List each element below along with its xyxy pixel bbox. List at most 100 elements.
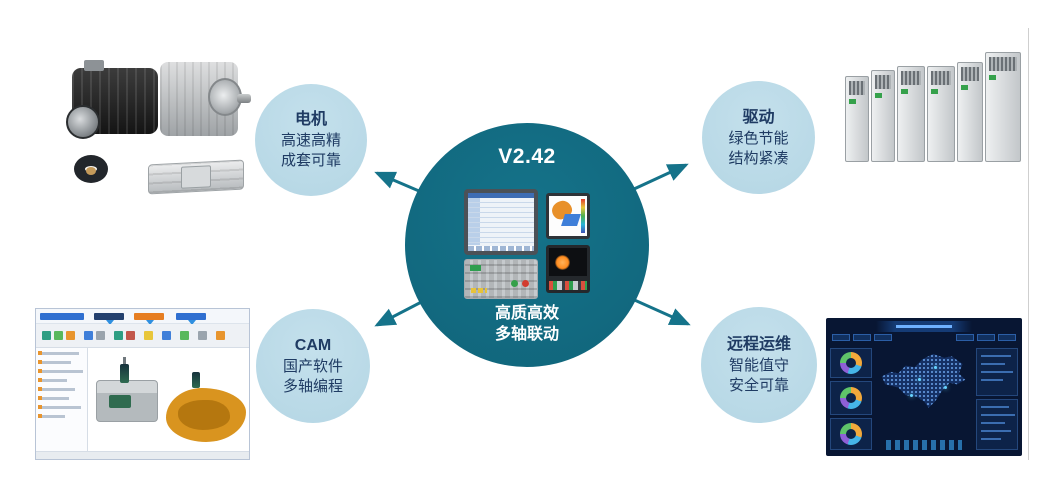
donut-chart <box>840 387 862 409</box>
linear-module <box>148 159 244 195</box>
controller-sim-display <box>546 245 590 293</box>
controller-side-display <box>546 193 590 239</box>
node-remote-line1: 智能值守 <box>728 357 789 374</box>
cutting-tool-icon <box>120 357 129 383</box>
controller-main-screen <box>468 193 534 251</box>
cam-tab <box>40 313 84 320</box>
panel-text-line <box>981 363 1005 365</box>
stat-chip <box>956 334 974 341</box>
panel-text-line <box>981 438 1001 440</box>
keypad-green-key <box>470 265 481 271</box>
dashboard-panel <box>830 348 872 378</box>
donut-chart <box>840 352 862 374</box>
drive-unit <box>897 66 925 162</box>
node-drive-title: 驱动 <box>742 108 775 126</box>
dashboard-stat-chips <box>956 334 1016 341</box>
drive-unit <box>927 66 955 162</box>
node-remote-line2: 安全可靠 <box>728 377 789 394</box>
drive-unit <box>845 76 869 162</box>
ring-inner-band <box>86 167 96 175</box>
controller-keypad <box>464 259 538 299</box>
motor-end-cap <box>208 78 242 116</box>
side-display-chart <box>549 196 587 236</box>
part-pocket <box>178 400 230 430</box>
motor-products-photo <box>62 55 251 205</box>
node-motor-line2: 成套可靠 <box>280 152 341 169</box>
tree-row <box>38 378 67 382</box>
node-drive-line2: 结构紧凑 <box>728 149 789 167</box>
map-location-dot <box>934 366 937 369</box>
hub-tagline-line2: 多轴联动 <box>494 326 559 343</box>
remote-ops-dashboard-screenshot <box>826 318 1022 456</box>
tree-row <box>38 351 79 355</box>
cam-tab-arrow-icon <box>188 320 196 325</box>
panel-text-line <box>981 406 1009 408</box>
node-cam: CAM 国产软件 多轴编程 <box>256 309 370 423</box>
sim-screen <box>549 248 587 276</box>
cam-status-bar <box>36 451 249 459</box>
hub-version-label: V2.42 <box>498 145 556 168</box>
cam-tool-icon <box>66 331 75 340</box>
screen-softkeys <box>468 246 534 251</box>
node-cam-line1: 国产软件 <box>282 358 343 375</box>
cam-tool-icon <box>126 331 135 340</box>
stat-chip <box>874 334 892 341</box>
motor-shaft <box>237 94 251 103</box>
dashboard-title-bar <box>876 321 972 332</box>
node-drive: 驱动 绿色节能 结构紧凑 <box>702 81 815 194</box>
motor-connector <box>84 60 104 71</box>
torque-motor-ring <box>74 155 108 183</box>
panel-text-line <box>981 371 1013 373</box>
machined-part-orange <box>166 388 246 442</box>
dashboard-bottom-bars <box>886 440 962 450</box>
cam-tab <box>176 313 206 320</box>
node-cam-title: CAM <box>294 337 332 354</box>
hub-circle: V2.42 <box>405 123 649 367</box>
keypad-yellow-keys <box>471 288 487 293</box>
tree-row <box>38 396 69 400</box>
cam-tool-icon <box>144 331 153 340</box>
tree-row <box>38 387 75 391</box>
cam-tool-icon <box>216 331 225 340</box>
cam-tool-icon <box>54 331 63 340</box>
panel-text-line <box>981 414 1015 416</box>
map-location-dot <box>910 394 913 397</box>
chart-colorbar <box>581 199 585 233</box>
cam-tab-arrow-icon <box>146 320 154 325</box>
cam-tool-icon <box>42 331 51 340</box>
keypad-start-button <box>511 280 518 287</box>
drive-products-photo <box>845 50 1025 168</box>
drive-cabinet <box>985 52 1021 162</box>
panel-text-line <box>981 355 1011 357</box>
node-motor-line1: 高速高精 <box>280 132 341 149</box>
part-pocket <box>109 395 131 408</box>
cutting-tool-icon <box>192 372 200 388</box>
panel-text-line <box>981 430 1011 432</box>
cam-tool-icon <box>96 331 105 340</box>
dashboard-panel <box>830 381 872 415</box>
keypad-stop-button <box>522 280 529 287</box>
drive-unit <box>871 70 895 162</box>
dashboard-stat-chips <box>832 334 892 341</box>
cam-tool-icon <box>180 331 189 340</box>
map-location-dot <box>944 386 947 389</box>
china-map-visual <box>881 353 966 408</box>
node-cam-line2: 多轴编程 <box>282 378 343 395</box>
cam-tool-icon <box>198 331 207 340</box>
servo-motor-black <box>66 60 158 139</box>
donut-chart <box>840 423 862 445</box>
node-motor-title: 电机 <box>294 111 327 128</box>
cam-tool-icon <box>162 331 171 340</box>
tree-row <box>38 405 81 409</box>
hub-tagline: 高质高效 多轴联动 <box>405 303 649 345</box>
cam-software-screenshot <box>35 308 250 460</box>
tree-row <box>38 360 71 364</box>
node-drive-line1: 绿色节能 <box>728 129 789 147</box>
cam-tab-arrow-icon <box>106 320 114 325</box>
servo-motor-gray <box>160 62 251 136</box>
chart-blue-surface <box>561 214 581 226</box>
cam-tab-bar <box>36 309 249 325</box>
cnc-controller-image <box>464 187 590 299</box>
hub-tagline-line1: 高质高效 <box>494 305 559 322</box>
